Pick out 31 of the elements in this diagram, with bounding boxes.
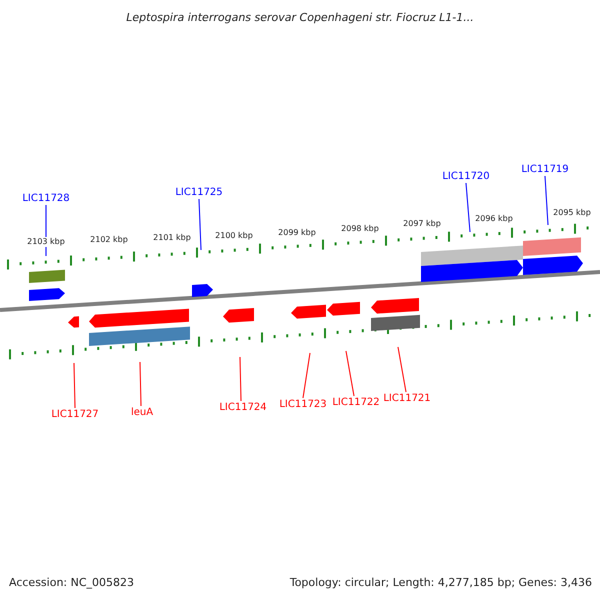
scale-label: 2102 kbp bbox=[90, 235, 128, 245]
scale-label: 2096 kbp bbox=[475, 214, 513, 224]
gene-label: leuA bbox=[130, 406, 154, 419]
scale-label: 2097 kbp bbox=[403, 219, 441, 229]
scale-label: 2099 kbp bbox=[278, 228, 316, 238]
scale-label: 2095 kbp bbox=[553, 208, 591, 218]
gene-label: LIC11724 bbox=[219, 401, 267, 414]
leader-line bbox=[240, 356, 242, 402]
gene-label: LIC11721 bbox=[383, 392, 431, 405]
gene-label: LIC11727 bbox=[51, 408, 99, 421]
gene-label: LIC11720 bbox=[442, 170, 490, 183]
gene-label: LIC11719 bbox=[521, 163, 569, 176]
leader-line bbox=[140, 362, 142, 406]
scale-label: 2098 kbp bbox=[341, 224, 379, 234]
leader-line bbox=[74, 362, 76, 408]
accession-text: Accession: NC_005823 bbox=[9, 575, 134, 591]
scale-label: 2100 kbp bbox=[215, 231, 253, 241]
gene-label: LIC11723 bbox=[279, 398, 327, 411]
diagram-title: Leptospira interrogans serovar Copenhageni str. Fiocruz L1-1... bbox=[125, 10, 475, 26]
scale-label: 2103 kbp bbox=[27, 237, 65, 247]
leader-line bbox=[346, 350, 354, 396]
gene-label: LIC11725 bbox=[175, 186, 223, 199]
leader-line bbox=[466, 182, 470, 232]
leader-line bbox=[302, 352, 310, 398]
leader-line bbox=[544, 176, 548, 226]
scale-label: 2101 kbp bbox=[153, 233, 191, 243]
gene-label: LIC11722 bbox=[332, 396, 380, 409]
leader-line bbox=[198, 198, 202, 250]
leader-line bbox=[398, 346, 406, 392]
gene-label: LIC11728 bbox=[22, 192, 70, 205]
genome-info-text: Topology: circular; Length: 4,277,185 bp; Genes: 3,436 bbox=[290, 575, 592, 591]
